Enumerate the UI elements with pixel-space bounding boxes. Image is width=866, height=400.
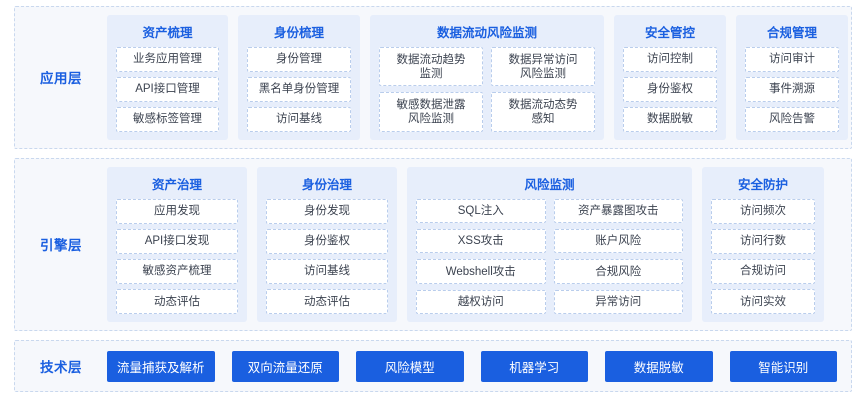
layer-engine: 引擎层 资产治理 应用发现 API接口发现 敏感资产梳理 动态评估 身份治理 身… <box>14 157 852 332</box>
group-card-grid: 数据流动趋势 监测 数据异常访问 风险监测 敏感数据泄露 风险监测 数据流动态势… <box>379 47 595 132</box>
group-risk-monitoring: 风险监测 SQL注入 资产暴露图攻击 XSS攻击 账户风险 Webshell攻击… <box>407 166 692 323</box>
card-item[interactable]: 访问控制 <box>623 47 717 72</box>
group-card-list: 业务应用管理 API接口管理 敏感标签管理 <box>116 47 219 132</box>
group-card-list: 应用发现 API接口发现 敏感资产梳理 动态评估 <box>116 198 238 315</box>
tech-chip[interactable]: 机器学习 <box>480 350 588 382</box>
card-item[interactable]: 数据异常访问 风险监测 <box>491 47 595 87</box>
tech-chip[interactable]: 风险模型 <box>356 350 464 382</box>
card-item[interactable]: 事件溯源 <box>745 76 839 102</box>
layer-body-engine: 资产治理 应用发现 API接口发现 敏感资产梳理 动态评估 身份治理 身份发现 … <box>107 159 851 331</box>
card-item[interactable]: 风险告警 <box>745 106 839 132</box>
layer-body-application: 资产梳理 业务应用管理 API接口管理 敏感标签管理 身份梳理 身份管理 黑名单… <box>107 7 852 148</box>
card-item[interactable]: 数据脱敏 <box>623 106 717 132</box>
layer-label-application: 应用层 <box>40 71 82 87</box>
card-item[interactable]: 合规访问 <box>711 258 815 285</box>
card-item[interactable]: API接口发现 <box>116 228 238 254</box>
card-item[interactable]: 访问审计 <box>745 47 839 72</box>
group-card-list: 访问控制 身份鉴权 数据脱敏 <box>623 47 717 132</box>
card-item[interactable]: 访问行数 <box>711 228 815 254</box>
card-item[interactable]: 应用发现 <box>116 198 238 224</box>
group-data-flow-risk-monitoring: 数据流动风险监测 数据流动趋势 监测 数据异常访问 风险监测 敏感数据泄露 风险… <box>370 15 604 140</box>
group-title: 风险监测 <box>524 177 575 192</box>
group-title: 安全管控 <box>644 26 695 40</box>
card-item[interactable]: 数据流动态势 感知 <box>491 92 595 132</box>
card-item[interactable]: 身份鉴权 <box>623 76 717 102</box>
card-item[interactable]: 账户风险 <box>553 228 683 254</box>
group-title: 数据流动风险监测 <box>436 26 537 40</box>
group-asset-governance: 资产治理 应用发现 API接口发现 敏感资产梳理 动态评估 <box>107 166 247 323</box>
group-compliance-management: 合规管理 访问审计 事件溯源 风险告警 <box>736 15 848 140</box>
tech-chip[interactable]: 流量捕获及解析 <box>107 350 215 382</box>
group-security-protection: 安全防护 访问频次 访问行数 合规访问 访问实效 <box>702 166 824 323</box>
card-item[interactable]: XSS攻击 <box>416 228 546 254</box>
group-title: 资产梳理 <box>142 26 193 40</box>
group-card-list: 访问审计 事件溯源 风险告警 <box>745 47 839 132</box>
card-item[interactable]: 敏感数据泄露 风险监测 <box>379 92 483 132</box>
card-item[interactable]: 越权访问 <box>416 289 546 315</box>
tech-chip[interactable]: 数据脱敏 <box>605 350 713 382</box>
card-item[interactable]: Webshell攻击 <box>416 259 546 284</box>
card-item[interactable]: API接口管理 <box>116 76 219 102</box>
card-item[interactable]: SQL注入 <box>416 198 546 223</box>
group-card-grid: SQL注入 资产暴露图攻击 XSS攻击 账户风险 Webshell攻击 合规风险… <box>416 198 683 315</box>
group-identity-governance: 身份治理 身份发现 身份鉴权 访问基线 动态评估 <box>257 166 397 323</box>
card-item[interactable]: 身份管理 <box>247 47 351 72</box>
card-item[interactable]: 资产暴露图攻击 <box>553 198 683 223</box>
card-item[interactable]: 动态评估 <box>116 289 238 315</box>
group-card-list: 访问频次 访问行数 合规访问 访问实效 <box>711 198 815 315</box>
card-item[interactable]: 黑名单身份管理 <box>247 76 351 102</box>
layer-label-engine: 引擎层 <box>40 238 82 254</box>
layer-technology: 技术层 流量捕获及解析 双向流量还原 风险模型 机器学习 数据脱敏 智能识别 <box>14 340 852 392</box>
group-title: 身份梳理 <box>273 26 324 40</box>
card-item[interactable]: 身份鉴权 <box>266 228 388 254</box>
card-item[interactable]: 访问实效 <box>711 289 815 315</box>
group-identity-inventory: 身份梳理 身份管理 黑名单身份管理 访问基线 <box>238 15 360 140</box>
technology-chip-row: 流量捕获及解析 双向流量还原 风险模型 机器学习 数据脱敏 智能识别 <box>107 350 851 382</box>
card-item[interactable]: 异常访问 <box>553 289 683 315</box>
group-asset-inventory: 资产梳理 业务应用管理 API接口管理 敏感标签管理 <box>107 15 228 140</box>
card-item[interactable]: 访问基线 <box>266 258 388 285</box>
group-security-control: 安全管控 访问控制 身份鉴权 数据脱敏 <box>614 15 726 140</box>
group-title: 合规管理 <box>766 26 817 40</box>
card-item[interactable]: 访问基线 <box>247 106 351 132</box>
layer-application: 应用层 资产梳理 业务应用管理 API接口管理 敏感标签管理 身份梳理 身份管理… <box>14 6 852 149</box>
card-item[interactable]: 合规风险 <box>553 259 683 284</box>
layer-label-technology: 技术层 <box>40 360 82 376</box>
card-item[interactable]: 数据流动趋势 监测 <box>379 47 483 87</box>
card-item[interactable]: 业务应用管理 <box>116 47 219 72</box>
tech-chip[interactable]: 双向流量还原 <box>231 350 339 382</box>
card-item[interactable]: 敏感标签管理 <box>116 106 219 132</box>
card-item[interactable]: 身份发现 <box>266 198 388 224</box>
group-title: 资产治理 <box>151 177 202 192</box>
group-card-list: 身份管理 黑名单身份管理 访问基线 <box>247 47 351 132</box>
group-card-list: 身份发现 身份鉴权 访问基线 动态评估 <box>266 198 388 315</box>
card-item[interactable]: 动态评估 <box>266 289 388 315</box>
tech-chip[interactable]: 智能识别 <box>729 350 837 382</box>
card-item[interactable]: 敏感资产梳理 <box>116 258 238 285</box>
card-item[interactable]: 访问频次 <box>711 198 815 224</box>
group-title: 安全防护 <box>737 177 788 192</box>
group-title: 身份治理 <box>301 177 352 192</box>
